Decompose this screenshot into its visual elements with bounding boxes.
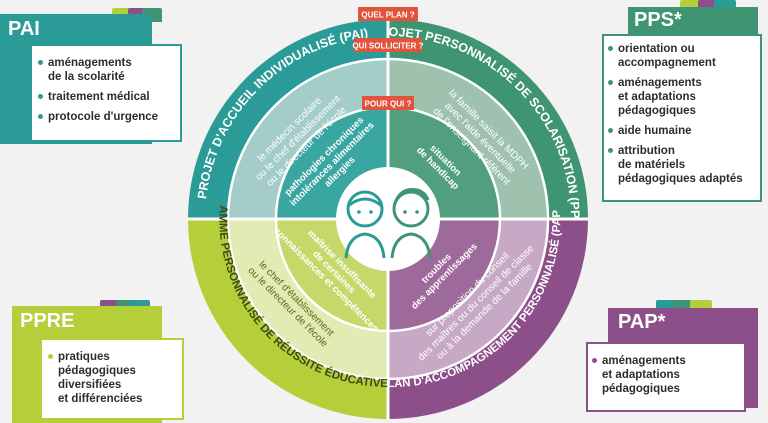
pps-item-cont: de matériels <box>618 159 686 171</box>
card-pai-list: aménagements de la scolarité traitement … <box>30 44 182 142</box>
card-pps-title: PPS* <box>634 9 682 31</box>
pps-item: aménagements <box>608 76 760 90</box>
card-pap: PAP* aménagements et adaptations pédagog… <box>580 300 768 423</box>
card-pps: PPS* orientation ou accompagnement aména… <box>588 0 768 205</box>
pps-item: orientation ou <box>608 42 760 56</box>
flag-quel-plan: QUEL PLAN ? <box>358 7 418 21</box>
flag-qui-solliciter: QUI SOLLICITER ? <box>352 38 424 52</box>
ppre-item-cont: pédagogiques <box>58 365 136 377</box>
card-pai-title: PAI <box>8 18 40 40</box>
children-icon <box>344 188 432 259</box>
pai-item: traitement médical <box>38 90 180 104</box>
pps-item-cont: et adaptations <box>618 91 696 103</box>
pai-item: protocole d'urgence <box>38 110 180 124</box>
card-ppre-title: PPRE <box>20 310 75 332</box>
ppre-item-cont: et différenciées <box>58 393 143 405</box>
card-pap-list: aménagements et adaptations pédagogiques <box>586 342 746 412</box>
pps-item-cont: pédagogiques adaptés <box>618 173 743 185</box>
card-pps-list: orientation ou accompagnement aménagemen… <box>602 34 762 202</box>
card-ppre-list: pratiques pédagogiques diversifiées et d… <box>40 338 184 420</box>
pai-item: aménagements <box>38 56 180 70</box>
pap-item: aménagements <box>592 354 744 368</box>
card-pap-title: PAP* <box>618 311 666 333</box>
pap-item-cont: pédagogiques <box>602 383 680 395</box>
ppre-item-cont: diversifiées <box>58 379 122 391</box>
pps-item-cont: pédagogiques <box>618 105 696 117</box>
pai-item-cont: de la scolarité <box>48 71 125 83</box>
card-ppre: PPRE pratiques pédagogiques diversifiées… <box>0 296 190 423</box>
ppre-item: pratiques <box>48 350 182 364</box>
flag-pour-qui: POUR QUI ? <box>362 96 414 110</box>
card-pai: PAI aménagements de la scolarité traitem… <box>0 0 190 150</box>
svg-text:QUI SOLLICITER ?: QUI SOLLICITER ? <box>352 42 423 51</box>
svg-text:QUEL PLAN ?: QUEL PLAN ? <box>361 11 414 20</box>
pap-item-cont: et adaptations <box>602 369 680 381</box>
svg-text:POUR QUI ?: POUR QUI ? <box>365 100 412 109</box>
pps-item: attribution <box>608 144 760 158</box>
pps-item-cont: accompagnement <box>618 57 716 69</box>
pps-item: aide humaine <box>608 124 760 138</box>
